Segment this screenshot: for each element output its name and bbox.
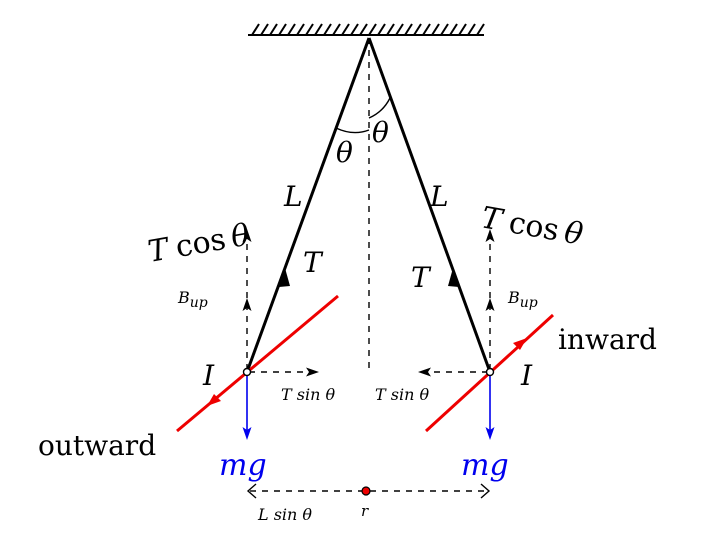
left-bup-subscript: up bbox=[190, 295, 208, 311]
right-bup-label: Bup bbox=[507, 288, 538, 311]
right-tsin-label: T sin θ bbox=[375, 385, 429, 404]
right-bup-subscript: up bbox=[520, 295, 538, 311]
left-tsin-label: T sin θ bbox=[281, 385, 335, 404]
hatch-mark bbox=[305, 23, 314, 36]
right-length-label: L bbox=[429, 180, 449, 213]
hatch-mark bbox=[395, 23, 404, 36]
left-length-label: L bbox=[283, 180, 303, 213]
left-weight-label: mg bbox=[219, 448, 267, 483]
hatch-mark bbox=[332, 23, 341, 36]
lsin-label: L sin θ bbox=[257, 505, 312, 524]
right-conductor-point bbox=[485, 367, 495, 377]
outward-label: outward bbox=[38, 429, 156, 462]
separation-right-arrowhead bbox=[480, 483, 491, 499]
hatch-mark bbox=[368, 23, 377, 36]
svg-text:Tcosθ: Tcosθ bbox=[479, 200, 586, 252]
left-tension-arrowhead bbox=[279, 268, 290, 287]
left-tension-label: T bbox=[303, 246, 324, 279]
hatch-mark bbox=[260, 23, 269, 36]
right-weight-arrowhead bbox=[485, 427, 495, 440]
left-tsin-arrowhead bbox=[306, 367, 319, 377]
hatch-mark bbox=[296, 23, 305, 36]
hatch-mark bbox=[323, 23, 332, 36]
hatch-mark bbox=[278, 23, 287, 36]
left-string bbox=[245, 37, 371, 373]
hatch-mark bbox=[350, 23, 359, 36]
right-tcos-symbol: T bbox=[479, 200, 507, 238]
hatch-mark bbox=[458, 23, 467, 36]
right-string bbox=[367, 37, 492, 373]
left-tcos-arrowhead bbox=[242, 229, 252, 242]
hatch-mark bbox=[251, 23, 260, 36]
svg-text:Tcosθ: Tcosθ bbox=[145, 218, 252, 270]
hatch-mark bbox=[431, 23, 440, 36]
left-wire-current-arrow bbox=[207, 394, 221, 406]
hatch-mark bbox=[467, 23, 476, 36]
right-tcos-angle: θ bbox=[562, 215, 586, 253]
left-tcos-angle: θ bbox=[228, 218, 252, 256]
hatch-mark bbox=[440, 23, 449, 36]
midpoint-dot bbox=[361, 486, 371, 496]
hatch-mark bbox=[377, 23, 386, 36]
right-tcos-label: Tcosθ bbox=[479, 200, 586, 252]
left-tcos-symbol: T bbox=[145, 232, 173, 270]
hatch-mark bbox=[287, 23, 296, 36]
separation-left-arrowhead bbox=[246, 483, 257, 499]
inward-label: inward bbox=[558, 323, 657, 356]
left-bup-symbol: B bbox=[177, 288, 190, 307]
right-angle-arc bbox=[368, 97, 391, 119]
hatch-mark bbox=[404, 23, 413, 36]
right-tension-arrowhead bbox=[448, 268, 459, 287]
right-tsin-arrowhead bbox=[418, 367, 431, 377]
right-tcos-arrowhead bbox=[485, 229, 495, 242]
hatch-mark bbox=[386, 23, 395, 36]
right-weight-label: mg bbox=[461, 448, 509, 483]
right-bup-arrowhead bbox=[485, 298, 495, 311]
hatch-mark bbox=[269, 23, 278, 36]
left-tcos-label: Tcosθ bbox=[145, 218, 252, 270]
hatch-mark bbox=[341, 23, 350, 36]
hatch-mark bbox=[314, 23, 323, 36]
hatch-mark bbox=[359, 23, 368, 36]
left-current-label: I bbox=[202, 359, 215, 392]
hatch-mark bbox=[422, 23, 431, 36]
left-theta-label: θ bbox=[336, 136, 353, 169]
hatch-mark bbox=[413, 23, 422, 36]
right-theta-label: θ bbox=[372, 116, 389, 149]
left-weight-arrowhead bbox=[242, 427, 252, 440]
ceiling-support bbox=[248, 23, 485, 36]
hatch-mark bbox=[449, 23, 458, 36]
right-current-label: I bbox=[520, 359, 533, 392]
separation-label: r bbox=[361, 502, 369, 520]
left-bup-label: Bup bbox=[177, 288, 208, 311]
left-tcos-function: cos bbox=[173, 222, 229, 265]
left-conductor-point bbox=[242, 367, 252, 377]
right-bup-symbol: B bbox=[507, 288, 520, 307]
right-tcos-function: cos bbox=[506, 205, 562, 248]
left-angle-arc bbox=[335, 127, 370, 134]
hatch-mark bbox=[476, 23, 485, 36]
left-bup-arrowhead bbox=[242, 298, 252, 311]
left-wire bbox=[176, 294, 339, 433]
right-tension-label: T bbox=[411, 261, 432, 294]
right-wire-current-arrow bbox=[513, 338, 527, 350]
